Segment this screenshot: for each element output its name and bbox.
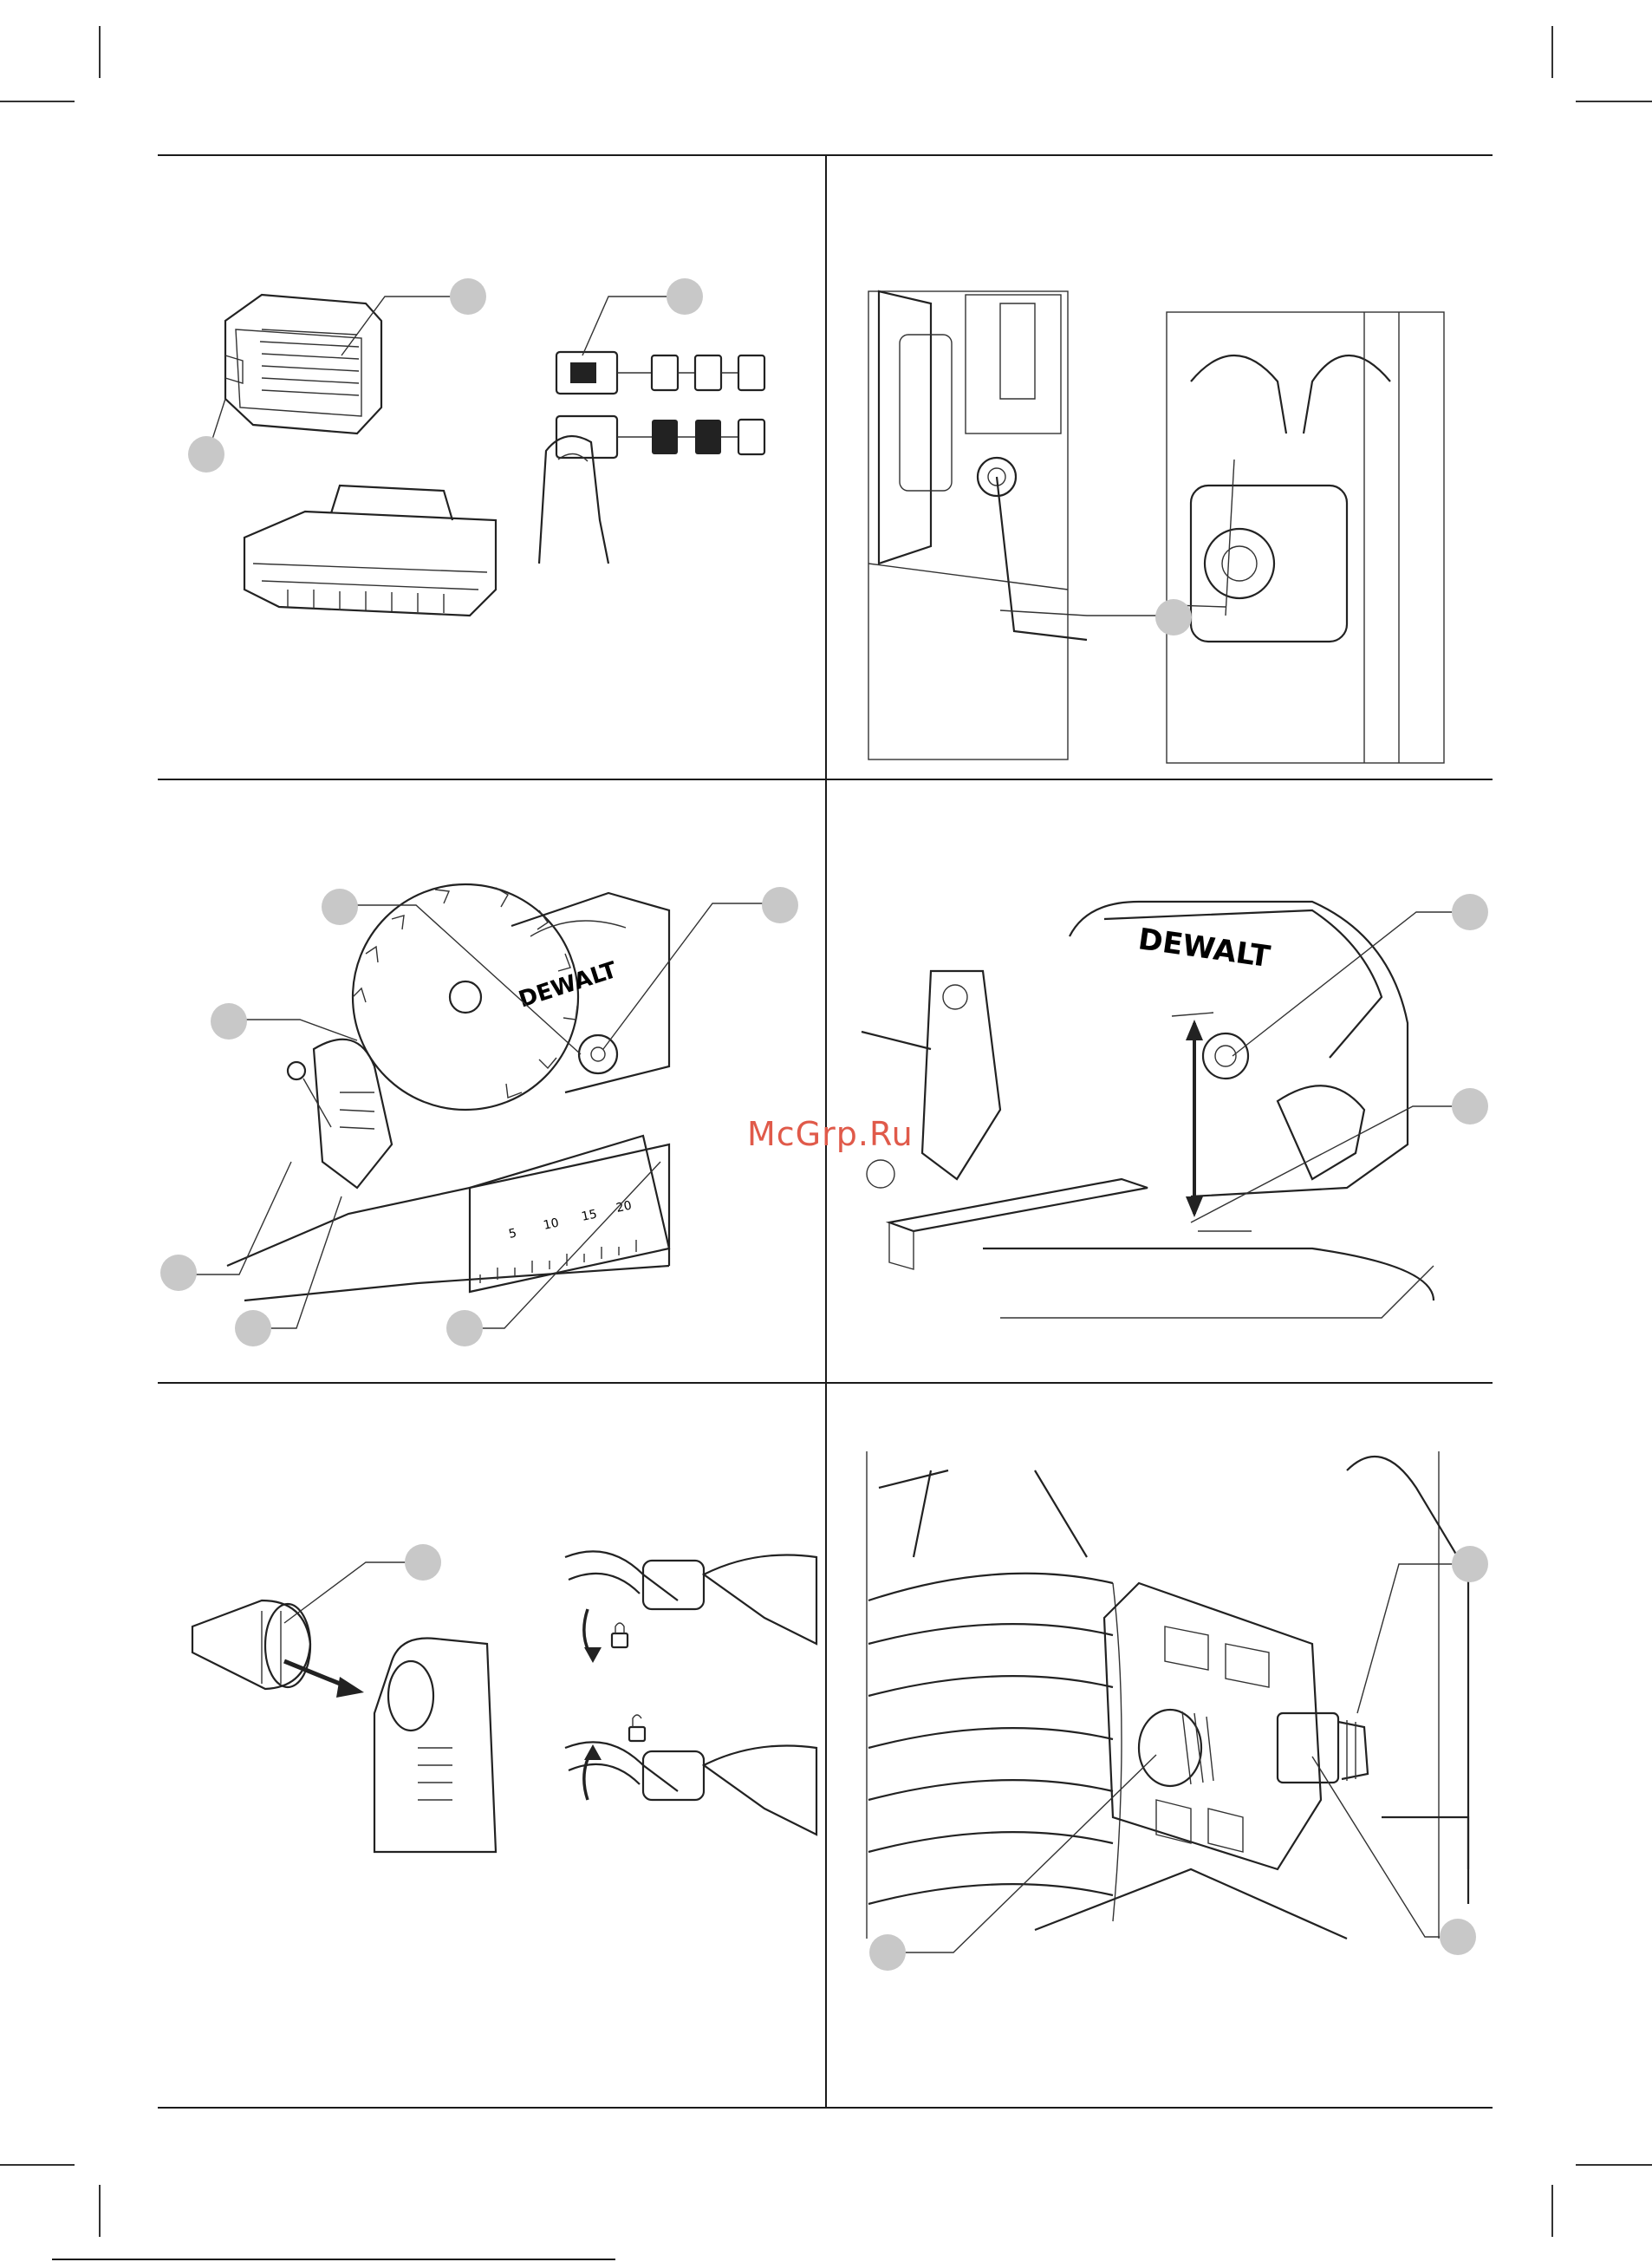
watermark-text: McGrp.Ru (747, 1115, 914, 1153)
callout-marker (667, 278, 703, 315)
panel-hex-wrench-storage (827, 156, 1493, 779)
panel-spring-detail (827, 1384, 1493, 2107)
callout-marker (450, 278, 486, 315)
callout-marker (322, 889, 358, 925)
callout-marker (211, 1003, 247, 1040)
callout-marker (869, 1934, 906, 1971)
bottom-rule (158, 2107, 1493, 2109)
callout-leaders (158, 780, 825, 1382)
footer-rule (52, 2259, 615, 2260)
callout-marker (1155, 599, 1192, 636)
crop-mark (1576, 101, 1652, 102)
callout-leaders (827, 780, 1493, 1382)
callout-marker (235, 1310, 271, 1346)
finger-press-icon (158, 156, 825, 779)
crop-mark (99, 2185, 101, 2237)
callout-marker (160, 1255, 197, 1291)
panel-blade-height: DEWALT (827, 780, 1493, 1382)
crop-mark (0, 101, 75, 102)
callout-leaders (827, 1384, 1493, 2107)
callout-marker (405, 1544, 441, 1581)
panel-blade-assembly: 5 10 15 20 DEWALT (158, 780, 825, 1382)
crop-mark (0, 2164, 75, 2166)
crop-mark (1551, 26, 1553, 78)
panel-dust-port (158, 1384, 825, 2107)
unlock-icon (158, 1384, 825, 2107)
callout-marker (1452, 894, 1488, 930)
callout-marker (1452, 1546, 1488, 1582)
callout-marker (1452, 1088, 1488, 1124)
hands-icon (827, 156, 1493, 779)
callout-marker (188, 436, 224, 473)
crop-mark (99, 26, 101, 78)
callout-marker (762, 887, 798, 923)
callout-marker (446, 1310, 483, 1346)
panel-battery-charger (158, 156, 825, 779)
callout-marker (1440, 1919, 1476, 1955)
crop-mark (1551, 2185, 1553, 2237)
crop-mark (1576, 2164, 1652, 2166)
